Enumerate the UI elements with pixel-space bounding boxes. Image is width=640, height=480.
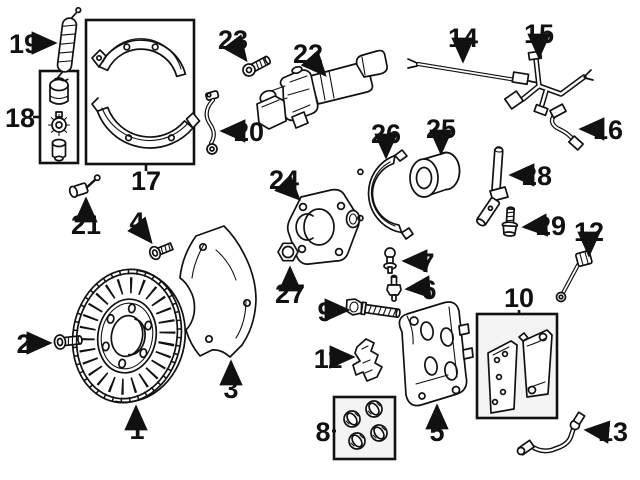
part-label-9: 9 bbox=[317, 297, 332, 327]
part-23-actuator-bolt bbox=[242, 55, 271, 77]
part-label-21: 21 bbox=[71, 210, 101, 240]
part-28-actuator-lever bbox=[476, 146, 509, 227]
part-12-wear-sensor bbox=[555, 250, 593, 303]
part-2-rotor-set-screw bbox=[53, 334, 83, 350]
part-label-17: 17 bbox=[131, 166, 161, 196]
part-6-bleeder-valve bbox=[386, 274, 402, 302]
callout-8: 8 bbox=[315, 417, 336, 447]
part-3-splash-shield bbox=[179, 225, 257, 358]
callout-10: 10 bbox=[504, 283, 534, 315]
part-label-27: 27 bbox=[275, 279, 305, 309]
part-11-pad-retainer-clip bbox=[352, 338, 383, 382]
callout-7: 7 bbox=[401, 248, 435, 278]
part-8-seal-kit-box bbox=[332, 395, 397, 461]
callout-11: 11 bbox=[314, 344, 356, 374]
part-label-23: 23 bbox=[218, 25, 248, 55]
callout-6: 6 bbox=[404, 275, 437, 305]
part-13-brake-hose bbox=[516, 411, 586, 456]
part-10-brake-pad-set-box bbox=[475, 312, 559, 420]
part-14-parking-brake-rod bbox=[407, 58, 537, 86]
callout-26: 26 bbox=[371, 119, 401, 160]
part-label-2: 2 bbox=[16, 329, 31, 359]
part-label-14: 14 bbox=[448, 23, 478, 53]
part-16-brake-pipe bbox=[549, 103, 584, 151]
part-label-8: 8 bbox=[315, 417, 330, 447]
callout-17: 17 bbox=[131, 164, 161, 196]
part-label-26: 26 bbox=[371, 119, 401, 149]
callout-27: 27 bbox=[275, 265, 305, 309]
part-label-25: 25 bbox=[426, 114, 456, 144]
part-label-12: 12 bbox=[574, 217, 604, 247]
callout-14: 14 bbox=[448, 23, 478, 64]
callout-18: 18 bbox=[5, 103, 40, 133]
callout-9: 9 bbox=[317, 297, 351, 327]
part-label-24: 24 bbox=[269, 165, 299, 195]
part-25-hub-bearing bbox=[409, 151, 461, 198]
part-5-brake-caliper bbox=[398, 301, 474, 407]
callout-2: 2 bbox=[16, 329, 53, 359]
callout-25: 25 bbox=[426, 114, 456, 156]
callout-21: 21 bbox=[71, 196, 101, 240]
part-label-11: 11 bbox=[314, 344, 343, 374]
part-label-18: 18 bbox=[5, 103, 35, 133]
part-label-5: 5 bbox=[429, 417, 444, 447]
part-18-adjuster-kit-box bbox=[38, 69, 80, 165]
callout-4: 4 bbox=[127, 207, 153, 245]
part-label-20: 20 bbox=[234, 117, 264, 147]
callout-23: 23 bbox=[218, 25, 248, 63]
part-26-parking-brake-shoe bbox=[357, 149, 414, 240]
callout-3: 3 bbox=[219, 359, 243, 404]
callout-24: 24 bbox=[269, 165, 301, 201]
part-19-shoe-spring bbox=[56, 6, 82, 82]
part-label-28: 28 bbox=[522, 161, 552, 191]
callout-15: 15 bbox=[524, 19, 554, 60]
callout-12: 12 bbox=[574, 217, 604, 258]
callout-13: 13 bbox=[583, 417, 628, 447]
part-24-wheel-hub bbox=[286, 188, 361, 265]
callout-20: 20 bbox=[219, 117, 264, 147]
callout-5: 5 bbox=[425, 403, 449, 447]
callout-28: 28 bbox=[508, 161, 552, 191]
part-label-7: 7 bbox=[419, 248, 434, 278]
callout-22: 22 bbox=[293, 39, 327, 77]
part-label-19: 19 bbox=[9, 29, 39, 59]
callout-29: 29 bbox=[521, 211, 566, 241]
part-label-1: 1 bbox=[129, 415, 144, 445]
part-17-parking-brake-shoe-set-box bbox=[84, 18, 201, 166]
part-20-shoe-link bbox=[204, 90, 220, 155]
part-label-4: 4 bbox=[129, 207, 144, 237]
part-7-guide-pin bbox=[383, 247, 397, 274]
callout-1: 1 bbox=[124, 404, 148, 445]
part-21-adjuster-screw bbox=[68, 174, 101, 198]
part-4-shield-screw bbox=[148, 242, 174, 261]
part-label-29: 29 bbox=[536, 211, 566, 241]
part-label-6: 6 bbox=[421, 275, 436, 305]
part-label-3: 3 bbox=[223, 374, 238, 404]
part-label-10: 10 bbox=[504, 283, 534, 313]
part-29-lever-bolt bbox=[501, 206, 519, 237]
part-27-hub-nut bbox=[277, 242, 299, 262]
part-1-brake-rotor bbox=[71, 268, 187, 404]
part-15-harness-bracket bbox=[503, 50, 594, 117]
part-label-13: 13 bbox=[598, 417, 628, 447]
part-label-15: 15 bbox=[524, 19, 554, 49]
part-label-16: 16 bbox=[593, 115, 623, 145]
callout-19: 19 bbox=[9, 29, 58, 59]
callout-16: 16 bbox=[578, 115, 623, 145]
part-label-22: 22 bbox=[293, 39, 323, 69]
